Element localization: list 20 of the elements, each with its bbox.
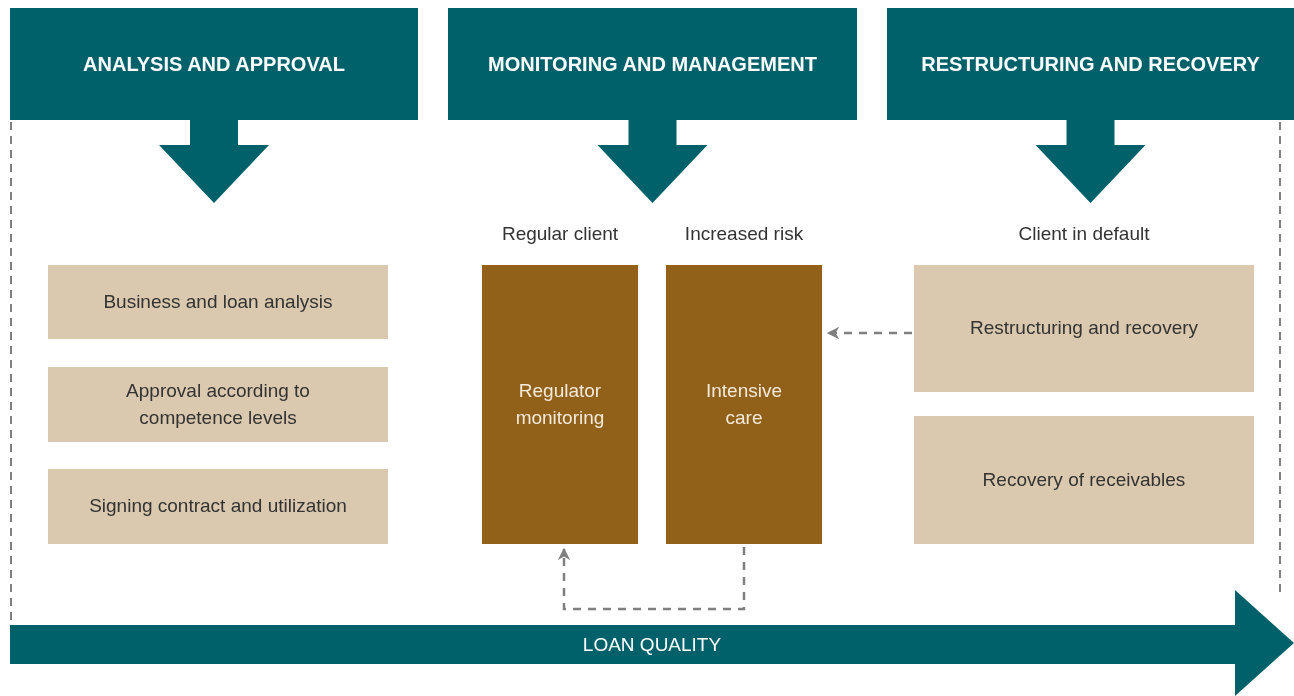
phase-header: ANALYSIS AND APPROVAL xyxy=(10,8,418,120)
status-box: Regulator monitoring xyxy=(482,265,638,544)
block-arrow xyxy=(159,120,269,203)
process-box: Recovery of receivables xyxy=(914,416,1254,544)
process-box: Business and loan analysis xyxy=(48,265,388,339)
column-label: Regular client xyxy=(501,223,619,245)
column-label: Client in default xyxy=(1018,223,1150,245)
process-box: Approval according to competence levels xyxy=(48,367,388,442)
phase-header: MONITORING AND MANAGEMENT xyxy=(448,8,857,120)
phase-header: RESTRUCTURING AND RECOVERY xyxy=(887,8,1294,120)
process-box: Signing contract and utilization xyxy=(48,469,388,544)
block-arrow xyxy=(597,120,708,203)
loan-quality-arrow xyxy=(10,590,1294,696)
column-label: Increased risk xyxy=(684,223,804,245)
process-box: Restructuring and recovery xyxy=(914,265,1254,392)
status-box: Intensive care xyxy=(666,265,822,544)
dashed-arrow xyxy=(826,326,912,340)
dashed-arrow xyxy=(557,547,746,611)
block-arrow xyxy=(1035,120,1146,203)
axis-label: LOAN QUALITY xyxy=(582,634,722,656)
